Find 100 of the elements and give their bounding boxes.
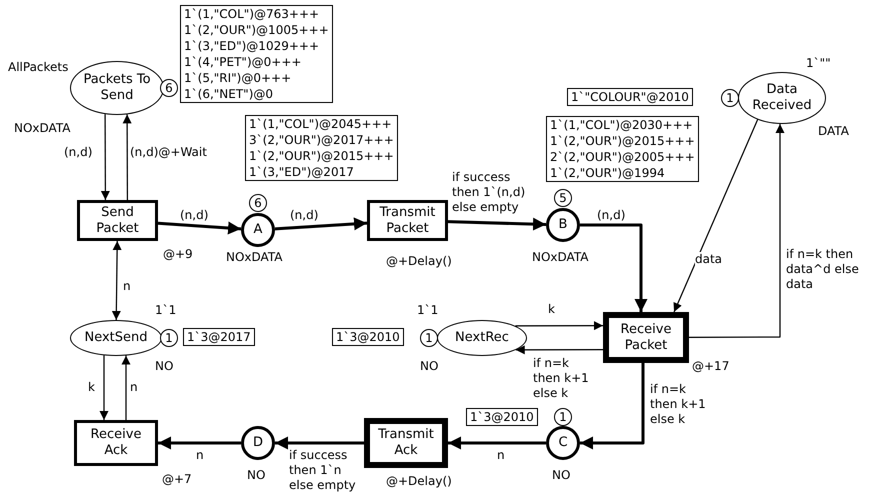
transition-box (77, 200, 158, 241)
token-count-circle (249, 194, 267, 212)
marking-text: 1`(3,"ED")@2017 (249, 164, 354, 180)
inscription-label: 1`1 (417, 303, 438, 318)
arc-arrow (274, 217, 368, 230)
marking-text: 1`(6,"NET")@0 (184, 86, 274, 102)
inscription-label: DATA (818, 124, 849, 139)
place-name: B (558, 217, 568, 233)
arc-arrow (448, 436, 546, 450)
token-count: 5 (559, 191, 567, 205)
place-circle (241, 426, 275, 460)
marking-box (180, 5, 333, 103)
inscription-label: @+17 (692, 359, 730, 374)
arc-arrow (122, 114, 132, 200)
arc-arrow (112, 241, 122, 320)
marking-text: 1`(5,"RI")@0+++ (184, 70, 292, 86)
place-name: C (558, 435, 568, 451)
marking-box (546, 116, 699, 182)
place-ellipse (437, 320, 527, 356)
marking-text: 1`(3,"ED")@1029+++ (184, 38, 320, 54)
place-circle (546, 426, 580, 460)
arc-arrow (275, 436, 364, 450)
place-circle (241, 213, 275, 247)
arc-arrow (158, 436, 241, 450)
marking-text: 1`(1,"COL")@2045+++ (249, 116, 392, 132)
arc-arrow (580, 363, 644, 450)
marking-text: 1`3@2017 (187, 329, 251, 345)
transition-name: Receive Ack (90, 427, 142, 459)
inscription-label: 1`"" (806, 56, 831, 71)
marking-box (466, 408, 538, 426)
place-name: Packets To Send (83, 72, 151, 104)
place-name: NextSend (84, 330, 148, 346)
transition-name: Receive Packet (620, 322, 672, 354)
transition-name: Transmit Ack (377, 427, 435, 459)
arc-arrow (100, 114, 110, 200)
place-name: D (252, 435, 263, 451)
place-name: Data Received (751, 82, 813, 114)
place-circle (546, 208, 580, 242)
arc-inscription: data (695, 252, 722, 267)
marking-text: 1`(2,"OUR")@1994 (550, 165, 665, 181)
place-name: A (254, 222, 262, 238)
token-count: 1 (726, 91, 734, 105)
inscription-label: NO (247, 468, 266, 483)
marking-text: 1`(2,"OUR")@2015+++ (550, 133, 695, 149)
inscription-label: NOxDATA (14, 121, 70, 136)
transition-box (603, 312, 689, 363)
arc-arrow (580, 224, 648, 312)
arc-inscription: (n,d) (64, 145, 92, 160)
inscription-label: 1`1 (155, 303, 176, 318)
token-count: 6 (165, 81, 173, 95)
arc-arrow (515, 321, 603, 330)
arc-arrow (674, 119, 758, 312)
inscription-label: NOxDATA (532, 250, 588, 265)
arc-arrow (122, 356, 130, 420)
inscription-label: NO (155, 359, 174, 374)
arc-inscription: (n,d) (597, 208, 626, 223)
token-count-circle (420, 329, 438, 347)
inscription-label: @+7 (162, 472, 192, 487)
arc-inscription: (n,d)@+Wait (130, 145, 207, 160)
place-name: NextRec (455, 330, 509, 346)
arc-arrow (516, 345, 603, 354)
token-count-circle (554, 189, 572, 207)
token-count: 1 (165, 331, 173, 345)
marking-text: 1`(2,"OUR")@1005+++ (184, 22, 329, 38)
marking-text: 1`(1,"COL")@2030+++ (550, 117, 693, 133)
marking-text: 1`"COLOUR"@2010 (571, 89, 689, 105)
transition-name: Transmit Packet (378, 204, 436, 236)
arc-arrow (448, 218, 546, 231)
inscription-label: @+Delay() (386, 254, 452, 269)
transition-box (364, 418, 448, 468)
inscription-label: NO (552, 468, 570, 483)
token-count-circle (554, 408, 572, 426)
marking-text: 3`(2,"OUR")@2017+++ (249, 132, 394, 148)
arc-arrow (158, 222, 242, 234)
token-count-circle (721, 89, 739, 107)
inscription-label: AllPackets (8, 60, 68, 75)
token-count-circle (160, 79, 178, 97)
inscription-label: NOxDATA (226, 250, 282, 265)
arc-arrow (689, 124, 784, 338)
marking-box (183, 328, 255, 346)
marking-text: 2`(2,"OUR")@2005+++ (550, 149, 695, 165)
marking-text: 1`(2,"OUR")@2015+++ (249, 148, 394, 164)
marking-box (245, 115, 398, 181)
marking-text: 1`3@2010 (470, 409, 534, 425)
transition-box (367, 200, 448, 241)
token-count: 1 (559, 410, 567, 424)
arc-inscription: (n,d) (290, 208, 318, 223)
token-count: 6 (254, 196, 262, 210)
transition-box (74, 420, 158, 466)
inscription-label: NO (420, 359, 438, 374)
marking-text: 1`(4,"PET")@0+++ (184, 54, 302, 70)
marking-text: 1`3@2010 (336, 329, 400, 345)
token-count: 1 (425, 331, 433, 345)
inscription-label: @+Delay() (386, 474, 452, 489)
marking-box (567, 88, 693, 106)
transition-name: Send Packet (95, 204, 140, 236)
arc-inscription: (n,d) (180, 208, 208, 223)
arc-arrow (100, 355, 108, 420)
token-count-circle (160, 329, 178, 347)
marking-box (332, 328, 404, 346)
